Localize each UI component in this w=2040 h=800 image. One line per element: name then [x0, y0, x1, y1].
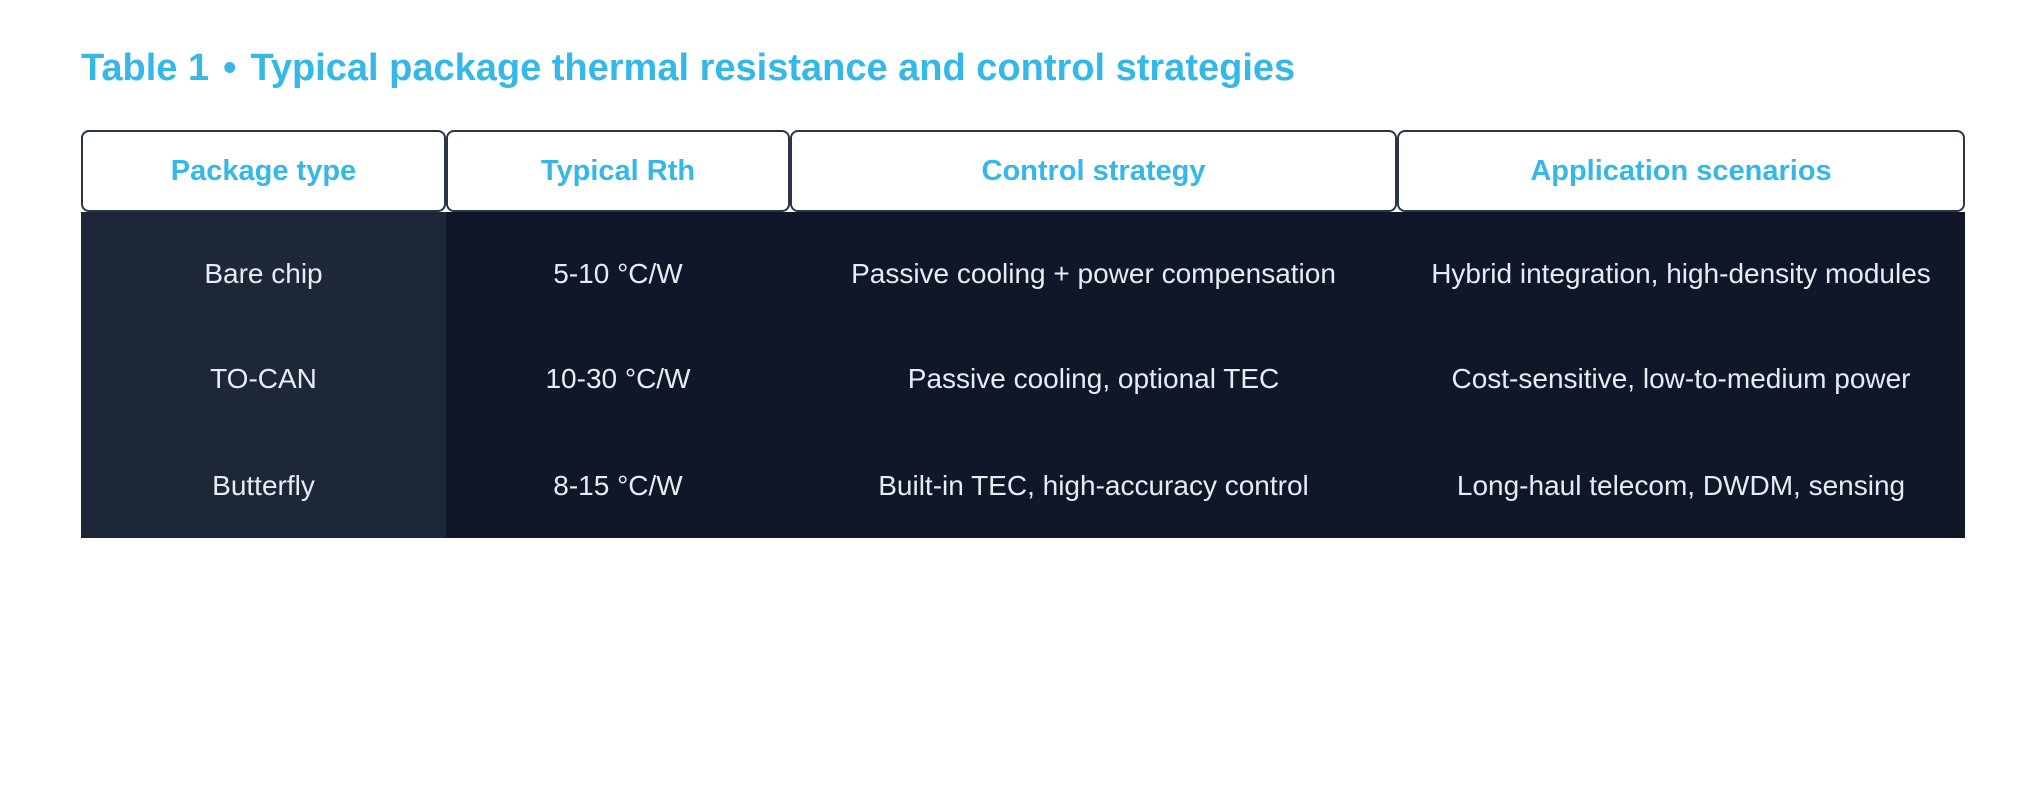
cell-application-scenarios: Long-haul telecom, DWDM, sensing: [1456, 470, 1906, 501]
column-header-typical-rth: Typical Rth: [446, 130, 790, 212]
cell-typical-rth: 5-10 °C/W: [553, 257, 683, 289]
table-row: TO-CAN 10-30 °C/W Passive cooling, optio…: [81, 323, 1965, 434]
cell-application-scenarios: Cost-sensitive, low-to-medium power: [1451, 362, 1911, 394]
cell-package-type: Bare chip: [81, 212, 446, 323]
table-number: Table 1: [81, 47, 210, 89]
thermal-resistance-table: Package type Typical Rth Control strateg…: [81, 130, 1965, 538]
table-row: Butterfly 8-15 °C/W Built-in TEC, high-a…: [81, 434, 1965, 538]
table-header-row: Package type Typical Rth Control strateg…: [81, 130, 1965, 212]
cell-control-strategy: Built-in TEC, high-accuracy control: [878, 470, 1309, 501]
column-header-application-scenarios: Application scenarios: [1397, 130, 1965, 212]
column-header-control-strategy: Control strategy: [790, 130, 1397, 212]
cell-typical-rth: 10-30 °C/W: [545, 362, 691, 394]
column-header-package-type: Package type: [81, 130, 446, 212]
table-row: Bare chip 5-10 °C/W Passive cooling + po…: [81, 212, 1965, 323]
table-title: Table 1 • Typical package thermal resistan…: [81, 40, 1295, 96]
cell-package-type: Butterfly: [81, 434, 446, 538]
table-body: Bare chip 5-10 °C/W Passive cooling + po…: [81, 212, 1965, 538]
table-caption: Typical package thermal resistance and c…: [250, 47, 1296, 89]
cell-control-strategy: Passive cooling + power compensation: [851, 257, 1336, 289]
cell-typical-rth: 8-15 °C/W: [553, 470, 683, 501]
cell-control-strategy: Passive cooling, optional TEC: [907, 362, 1280, 394]
cell-package-type: TO-CAN: [81, 323, 446, 434]
cell-application-scenarios: Hybrid integration, high-density modules: [1431, 257, 1931, 289]
title-separator: •: [223, 47, 237, 89]
